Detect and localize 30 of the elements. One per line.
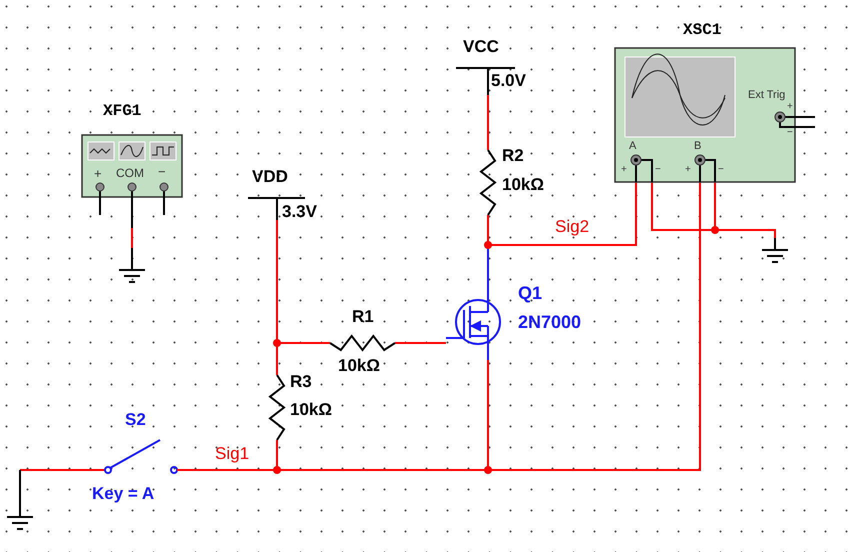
instrument-label: XFG1 [103, 103, 142, 119]
terminal-label: + [621, 165, 627, 175]
terminal-label: − [158, 165, 166, 178]
voltage-label: 3.3V [282, 203, 317, 220]
part-number-label: 2N7000 [518, 313, 582, 331]
terminal-label: − [718, 165, 724, 175]
terminal-label: A [629, 141, 636, 152]
component-label: R2 [502, 147, 524, 164]
terminal-label: + [787, 102, 793, 112]
supply-label: VDD [252, 168, 288, 185]
value-label: 10kΩ [338, 357, 380, 374]
net-label: Sig2 [555, 218, 590, 235]
value-label: 10kΩ [290, 401, 332, 418]
terminal-label: COM [116, 167, 144, 179]
terminal-label: + [685, 165, 691, 175]
terminal-label: Ext Trig [748, 90, 786, 101]
component-label: R3 [290, 373, 312, 390]
value-label: 10kΩ [502, 176, 544, 193]
terminal-label: B [694, 141, 702, 152]
terminal-label: − [787, 128, 793, 138]
terminal-label: − [655, 165, 661, 175]
net-label: Sig1 [215, 445, 250, 462]
component-label: S2 [125, 411, 146, 428]
instrument-label: XSC1 [683, 22, 722, 38]
supply-label: VCC [463, 38, 499, 55]
component-label: R1 [352, 308, 374, 325]
component-label: Q1 [518, 284, 542, 302]
key-label: Key = A [92, 485, 154, 502]
voltage-label: 5.0V [491, 72, 526, 89]
terminal-label: + [94, 167, 102, 180]
